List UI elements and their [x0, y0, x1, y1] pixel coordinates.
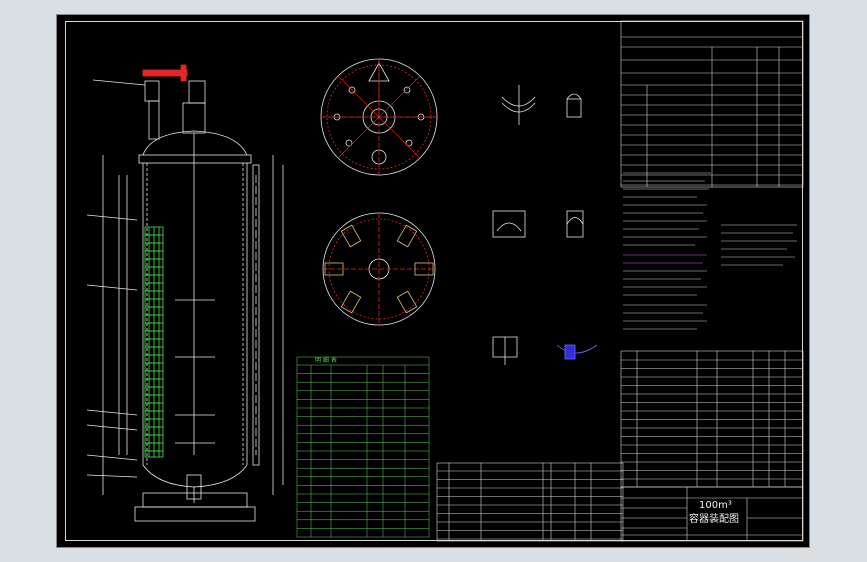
title-block: [620, 486, 804, 542]
drawing-canvas: [86, 20, 804, 542]
drawing-frame: [65, 21, 803, 541]
drawing-title-capacity: 100m³: [699, 500, 732, 511]
vessel-elevation-view: [86, 64, 284, 522]
agitator-handwheel: [142, 69, 188, 77]
drawing-title-name: 容器装配图: [689, 514, 739, 525]
bill-of-materials-table: [436, 350, 804, 542]
agitator-motor: [182, 102, 206, 134]
parts-list-title: 明 细 表: [315, 357, 337, 364]
section-view-coils: [322, 212, 436, 326]
detail-views: [492, 85, 598, 365]
technical-notes: [623, 172, 797, 330]
heating-coil: [144, 226, 164, 458]
drawing-sheet: 明 细 表 100m³ 容器装配图: [56, 14, 810, 548]
parts-list-table: [296, 356, 430, 538]
technical-spec-table: [620, 20, 804, 188]
